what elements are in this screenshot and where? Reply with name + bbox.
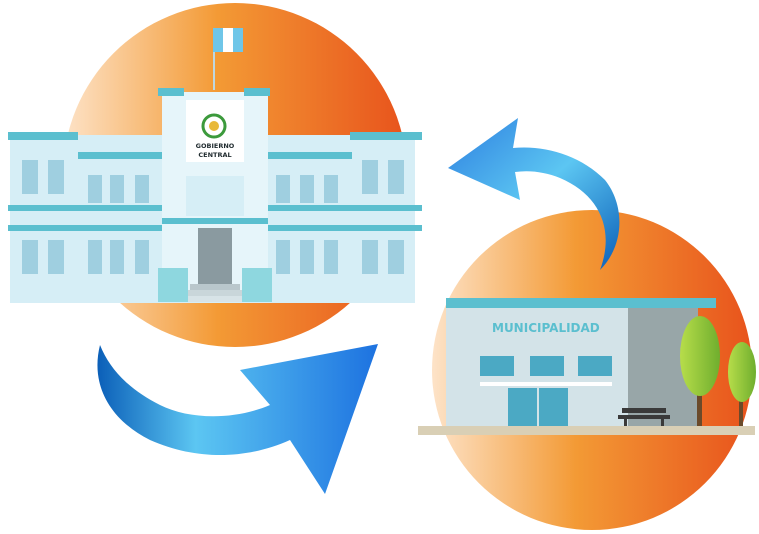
municipal-building: MUNICIPALIDAD: [418, 298, 756, 435]
central-government-building: GOBIERNO CENTRAL: [8, 28, 422, 303]
guatemala-flag-icon: [213, 28, 243, 90]
bottom-curved-arrow: [97, 344, 378, 494]
bench-icon: [618, 408, 670, 427]
central-sign-line1: GOBIERNO: [196, 142, 235, 150]
top-curved-arrow: [448, 118, 620, 270]
coat-of-arms-icon: [201, 113, 227, 139]
central-sign-line2: CENTRAL: [198, 151, 231, 159]
tree-icon: [680, 316, 756, 428]
municipal-sign: MUNICIPALIDAD: [492, 321, 600, 335]
